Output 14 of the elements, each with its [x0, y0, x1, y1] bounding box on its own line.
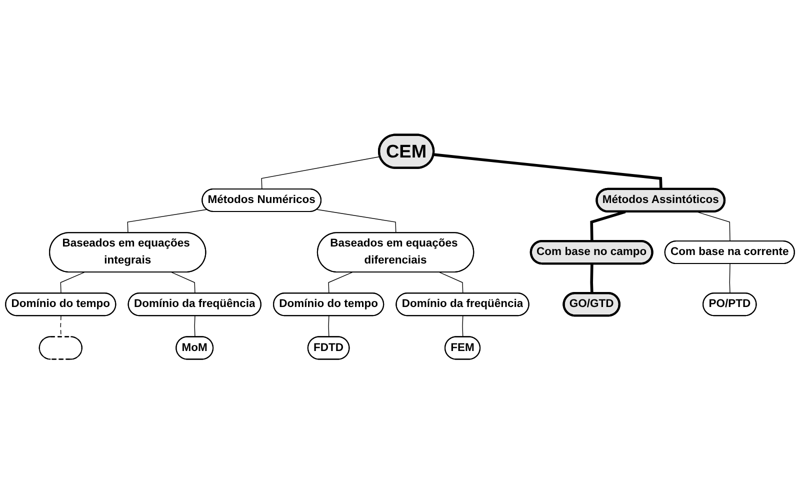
connector: [729, 264, 730, 294]
connector: [328, 272, 353, 294]
connector: [439, 272, 464, 294]
connector: [261, 156, 380, 190]
connector: [60, 272, 85, 294]
connector: [328, 316, 330, 338]
connector: [127, 209, 208, 234]
connector: [462, 316, 464, 338]
connector: [590, 210, 626, 242]
connector: [316, 209, 396, 234]
connector: [171, 272, 196, 294]
connector: [434, 153, 662, 190]
connector: [194, 316, 196, 338]
connector: [590, 264, 594, 294]
